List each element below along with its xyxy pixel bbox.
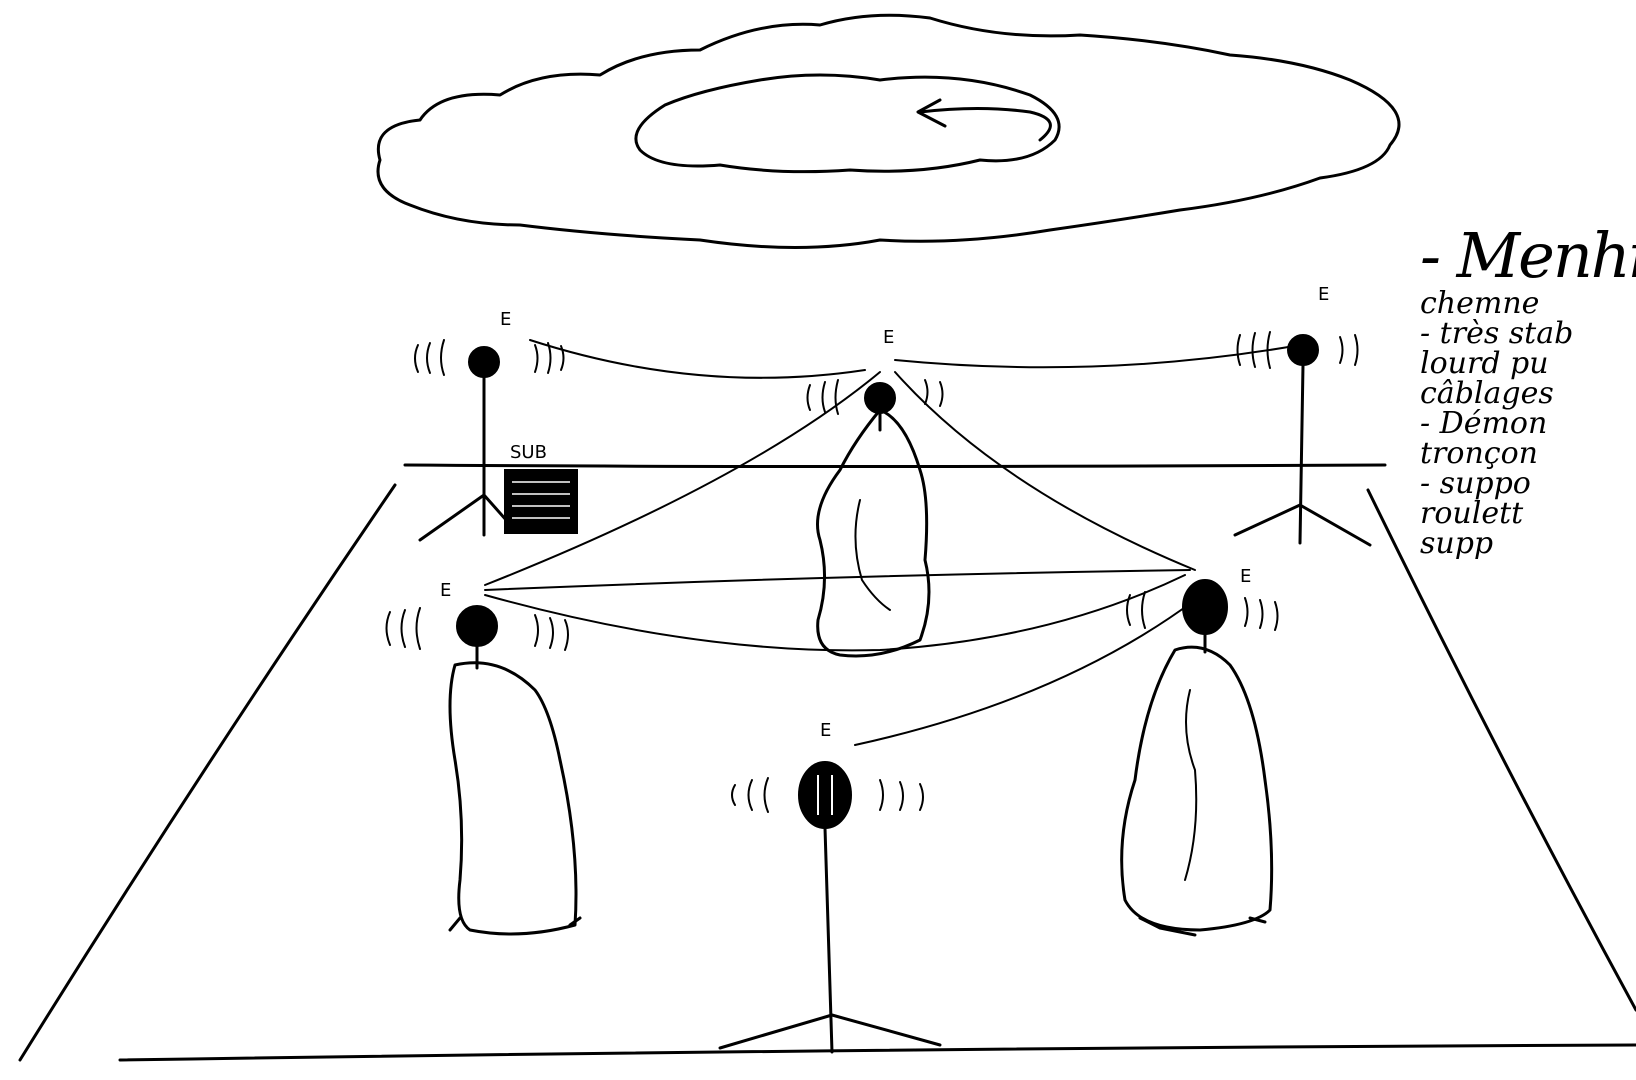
- speaker-on-stand-icon: [385, 605, 569, 670]
- speaker-on-stand-icon: [1126, 579, 1279, 654]
- note-line: supp: [1420, 526, 1494, 559]
- note-line: - Démon: [1420, 406, 1548, 441]
- note-line: - très stab: [1420, 316, 1574, 351]
- menhir-stone-left: [448, 661, 582, 936]
- note-line: tronçon: [1420, 436, 1538, 471]
- speaker-on-stand-icon: [718, 761, 942, 1054]
- speaker-on-stand-icon: [806, 379, 944, 432]
- speaker-label-front-right: E: [1240, 566, 1251, 587]
- speaker-label-center-back: E: [883, 327, 894, 348]
- subwoofer-box: [504, 469, 578, 534]
- speaker-label-front-left: E: [440, 580, 451, 601]
- note-line: roulett: [1420, 496, 1524, 531]
- speaker-on-stand-icon: [1233, 331, 1372, 547]
- speaker-label-front-center: E: [820, 720, 831, 741]
- handwritten-notes: - Menhir chemne - très stab lourd pu câb…: [1420, 225, 1636, 559]
- menhir-stone-right: [1120, 645, 1274, 937]
- note-line: - suppo: [1420, 466, 1531, 501]
- subwoofer-label: SUB: [510, 442, 547, 463]
- note-title: - Menhir: [1420, 225, 1636, 292]
- speaker-label-far-right: E: [1318, 284, 1329, 305]
- note-line: chemne: [1420, 286, 1540, 321]
- curved-arrow-left-icon: [916, 98, 1052, 142]
- floor-plane: [18, 463, 1636, 1062]
- note-line: lourd pu: [1420, 346, 1549, 381]
- speaker-label-far-left: E: [500, 309, 511, 330]
- speaker-on-stand-icon: [414, 339, 565, 542]
- cloud-shape: [376, 13, 1401, 249]
- note-line: câblages: [1420, 376, 1554, 411]
- menhir-stone-center: [816, 408, 931, 658]
- cable-loops: [484, 339, 1301, 746]
